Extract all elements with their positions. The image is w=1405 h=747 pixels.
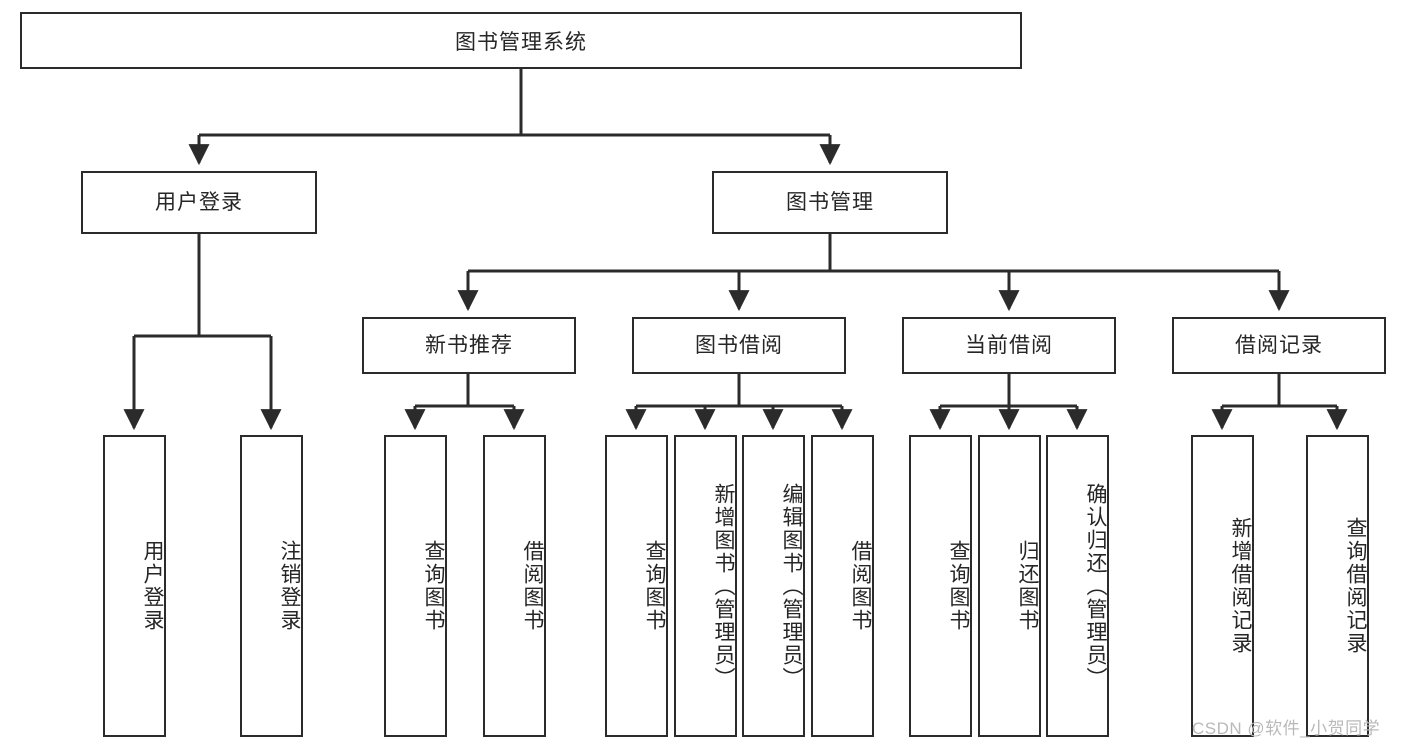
node-leaf-rec-borrow-book[interactable]: 借阅图书 [483, 435, 546, 737]
node-leaf-rec-query-book[interactable]: 查询图书 [384, 435, 447, 737]
node-leaf-br-add-record-label: 新增借阅记录 [1229, 517, 1252, 655]
node-leaf-cb-return-book[interactable]: 归还图书 [978, 435, 1041, 737]
node-book-borrow[interactable]: 图书借阅 [632, 317, 846, 374]
node-current-borrow[interactable]: 当前借阅 [902, 317, 1116, 374]
node-leaf-cb-confirm-return-label: 确认归还（管理员） [1084, 482, 1107, 690]
node-leaf-user-login[interactable]: 用户登录 [103, 435, 166, 737]
node-leaf-user-login-label: 用户登录 [141, 540, 164, 632]
node-leaf-bb-borrow-book-label: 借阅图书 [849, 540, 872, 632]
node-root-label: 图书管理系统 [455, 30, 587, 54]
node-leaf-bb-query-book[interactable]: 查询图书 [605, 435, 668, 737]
node-root[interactable]: 图书管理系统 [20, 12, 1022, 69]
node-borrow-record-label: 借阅记录 [1235, 333, 1323, 357]
node-leaf-logout[interactable]: 注销登录 [240, 435, 303, 737]
node-user-login[interactable]: 用户登录 [81, 171, 317, 234]
node-leaf-br-query-record-label: 查询借阅记录 [1344, 517, 1367, 655]
node-leaf-cb-query-book[interactable]: 查询图书 [909, 435, 972, 737]
node-leaf-bb-add-book-label: 新增图书（管理员） [712, 482, 735, 690]
node-leaf-bb-borrow-book[interactable]: 借阅图书 [811, 435, 874, 737]
node-book-borrow-label: 图书借阅 [695, 333, 783, 357]
node-leaf-cb-confirm-return[interactable]: 确认归还（管理员） [1046, 435, 1109, 737]
node-leaf-cb-return-book-label: 归还图书 [1016, 540, 1039, 632]
node-new-book-recommend-label: 新书推荐 [425, 333, 513, 357]
node-new-book-recommend[interactable]: 新书推荐 [362, 317, 576, 374]
node-leaf-br-add-record[interactable]: 新增借阅记录 [1191, 435, 1254, 737]
node-leaf-bb-edit-book[interactable]: 编辑图书（管理员） [742, 435, 805, 737]
node-leaf-bb-edit-book-label: 编辑图书（管理员） [780, 482, 803, 690]
node-leaf-bb-add-book[interactable]: 新增图书（管理员） [674, 435, 737, 737]
node-user-login-label: 用户登录 [155, 190, 243, 214]
node-book-manage[interactable]: 图书管理 [712, 171, 948, 234]
node-current-borrow-label: 当前借阅 [965, 333, 1053, 357]
node-leaf-rec-borrow-book-label: 借阅图书 [521, 540, 544, 632]
node-leaf-bb-query-book-label: 查询图书 [643, 540, 666, 632]
node-borrow-record[interactable]: 借阅记录 [1172, 317, 1386, 374]
node-leaf-logout-label: 注销登录 [278, 540, 301, 632]
node-leaf-br-query-record[interactable]: 查询借阅记录 [1306, 435, 1369, 737]
node-leaf-cb-query-book-label: 查询图书 [947, 540, 970, 632]
node-book-manage-label: 图书管理 [786, 190, 874, 214]
csdn-watermark: CSDN @软件_小贺同学 [1192, 719, 1381, 738]
node-leaf-rec-query-book-label: 查询图书 [422, 540, 445, 632]
